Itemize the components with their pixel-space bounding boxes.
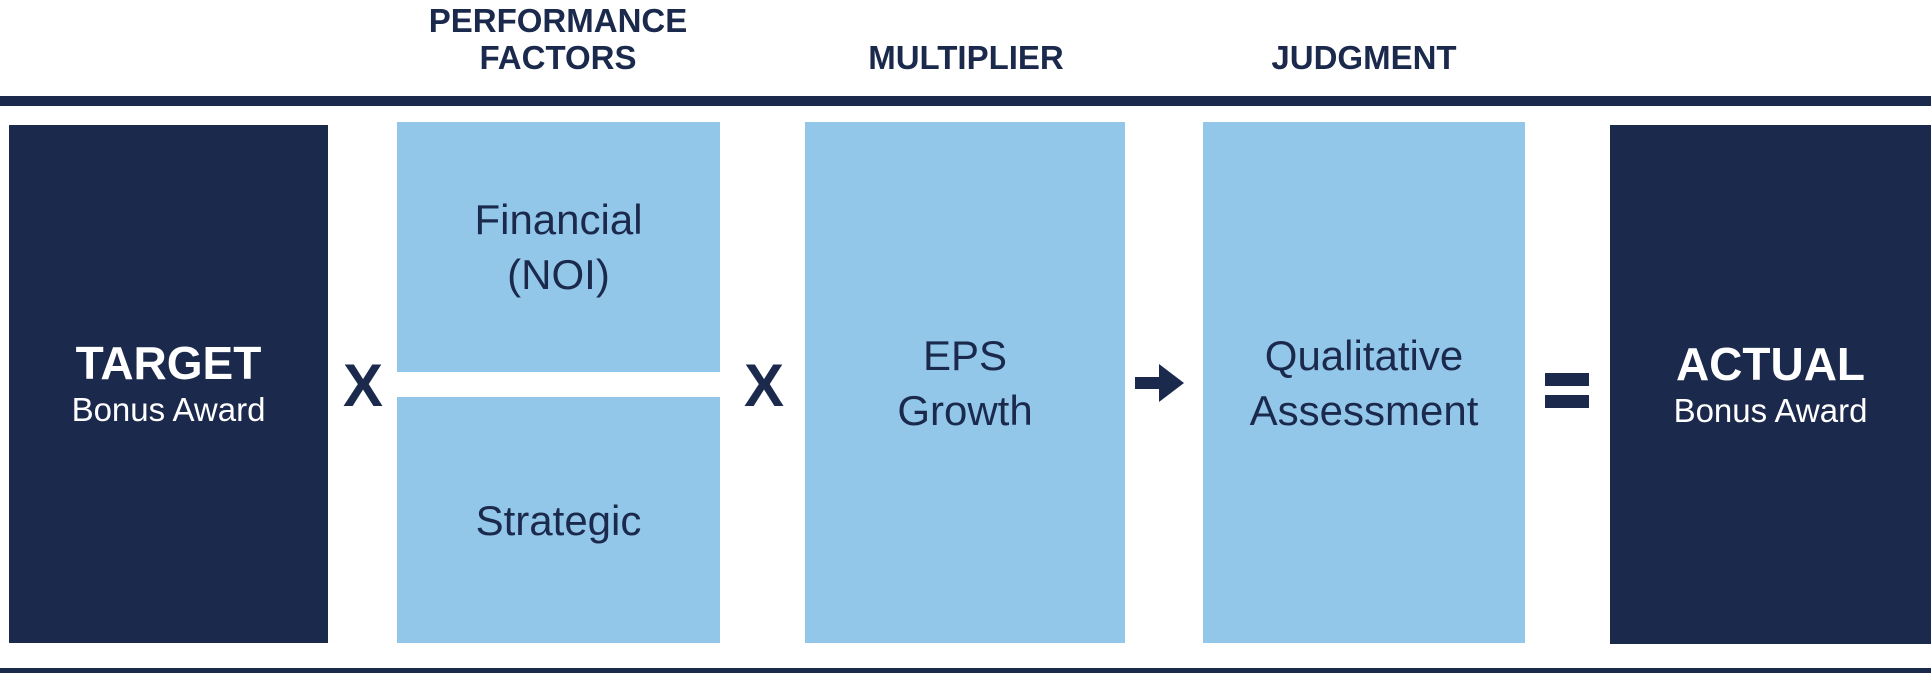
financial-noi-box: Financial (NOI) (397, 122, 720, 372)
equals-icon (1545, 373, 1589, 408)
qualitative-assessment-label: Qualitative Assessment (1249, 331, 1479, 434)
financial-noi-label: Financial (NOI) (474, 196, 643, 298)
equals-top-bar (1545, 373, 1589, 386)
column-header-performance-factors: PERFORMANCE FACTORS (428, 2, 688, 76)
header-divider-line (0, 96, 1931, 106)
right-arrow-icon (1135, 362, 1185, 404)
actual-box-title: ACTUAL (1675, 337, 1866, 390)
strategic-box: Strategic (397, 397, 720, 643)
column-header-judgment: JUDGMENT (1271, 39, 1457, 76)
footer-divider-line (0, 668, 1931, 673)
target-bonus-box: TARGET Bonus Award (9, 125, 328, 643)
strategic-label: Strategic (475, 496, 642, 544)
multiply-operator-1: X (342, 351, 384, 419)
target-box-title: TARGET (75, 337, 262, 389)
actual-bonus-box: ACTUAL Bonus Award (1610, 125, 1931, 644)
multiply-operator-2: X (743, 351, 785, 419)
eps-growth-label: EPS Growth (897, 331, 1033, 434)
eps-growth-box: EPS Growth (805, 122, 1125, 643)
qualitative-assessment-box: Qualitative Assessment (1203, 122, 1525, 643)
actual-box-subtitle: Bonus Award (1673, 391, 1868, 429)
column-header-multiplier: MULTIPLIER (868, 39, 1064, 76)
equals-bottom-bar (1545, 395, 1589, 408)
target-box-subtitle: Bonus Award (71, 391, 266, 428)
